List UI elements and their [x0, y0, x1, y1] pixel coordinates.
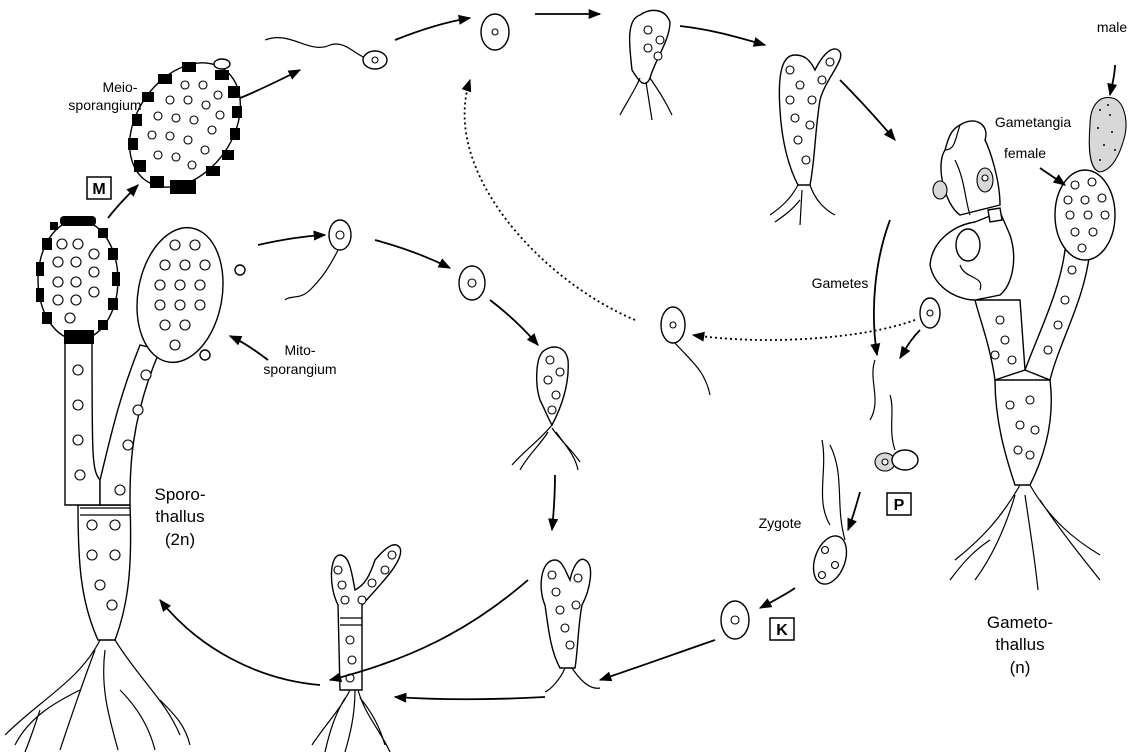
mitosporangium-label-2: sporangium: [263, 361, 336, 377]
meiosporangium-label-2: sporangium: [68, 97, 141, 113]
gametangia-label: Gametangia: [995, 114, 1071, 130]
cycle-arrows: [107, 8, 1118, 703]
zygote-label: Zygote: [759, 515, 802, 531]
zygote: [812, 439, 848, 585]
meiospore-round: [480, 13, 510, 51]
fusing-gametes: [869, 359, 919, 472]
mitospore-round: [458, 265, 486, 301]
meiosporangium: [128, 58, 242, 194]
sporothallus: [4, 216, 246, 752]
gametothallus-label-1: Gameto-: [987, 613, 1053, 632]
sporothallus-label-3: (2n): [165, 530, 195, 549]
sporo-germling-2: [540, 558, 601, 693]
female-label: female: [1004, 145, 1046, 161]
svg-text:P: P: [894, 497, 905, 514]
sporo-germling-3: [311, 544, 402, 752]
germling-2: [769, 48, 842, 226]
svg-text:K: K: [776, 622, 788, 639]
stage-box-k: K: [769, 617, 795, 641]
svg-text:M: M: [92, 181, 105, 198]
mitospore-zoospore: [284, 219, 352, 301]
germling-1: [619, 9, 673, 121]
gamete-swimming: [660, 306, 711, 396]
mitosporangium-label-1: Mito-: [284, 342, 315, 358]
sporothallus-label-2: thallus: [155, 507, 204, 526]
sporo-germling-1: [511, 346, 581, 471]
gametothallus-label-2: thallus: [995, 635, 1044, 654]
gametothallus-label-3: (n): [1010, 658, 1031, 677]
meiosporangium-label-1: Meio-: [102, 79, 137, 95]
stage-box-p: P: [886, 492, 912, 516]
stage-box-m: M: [86, 176, 112, 200]
gametothallus: [919, 96, 1127, 591]
zygote-round: [720, 600, 750, 640]
sporothallus-label-1: Sporo-: [154, 485, 205, 504]
meiospore-zoospore: [264, 37, 388, 70]
male-label: male: [1097, 19, 1128, 35]
gametes-label: Gametes: [812, 275, 869, 291]
